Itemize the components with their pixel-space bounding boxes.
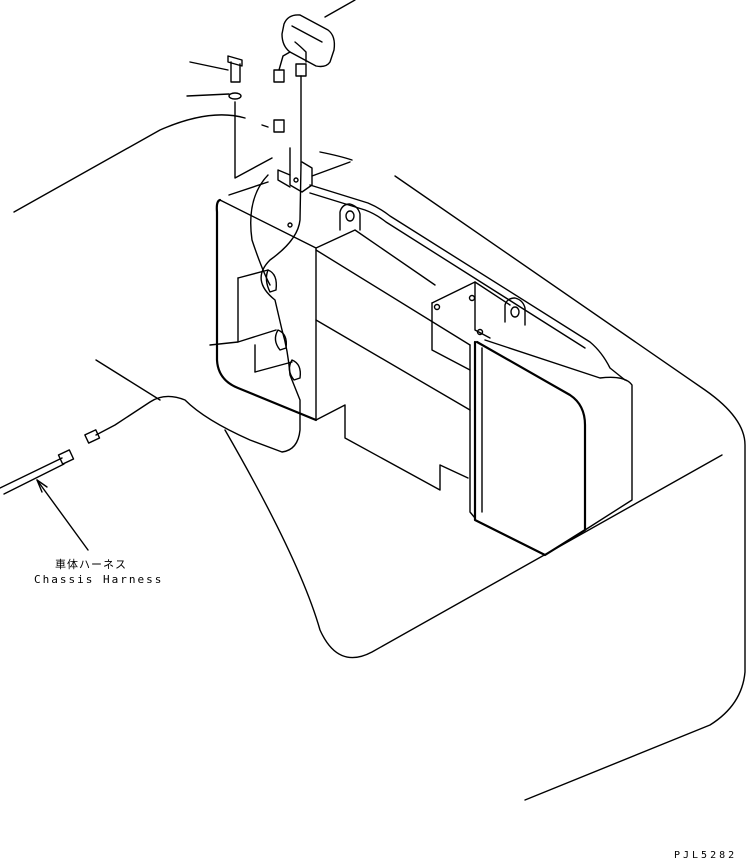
lifting-lug-left [339,203,361,231]
work-lamp [273,0,356,166]
clip-icon [288,359,302,381]
drawing-number: PJL5282 [674,850,738,861]
chassis-harness [0,449,89,551]
lamp-bracket [277,147,351,228]
callout-label-jp: 車体ハーネス [55,558,127,571]
callout-label-en: Chassis Harness [34,573,164,586]
clip-icon [265,269,278,293]
counterweight-outline [13,114,746,801]
clip-icon [274,329,288,351]
toolbox-body [315,229,511,491]
toolbox-left-panel [215,181,318,422]
callout-leader-line [36,479,89,551]
arrow-head-icon [36,479,48,493]
connector-icon [57,449,75,465]
bolt [189,55,243,83]
box-fasteners [433,294,484,336]
toolbox-right-door [469,339,633,557]
connector-icon [84,429,101,444]
wiring-harness [84,164,302,453]
connector-icon [273,69,285,83]
top-rail [309,184,626,381]
washer [186,92,273,179]
lifting-lug-right [504,297,526,326]
connector-icon [273,119,285,133]
